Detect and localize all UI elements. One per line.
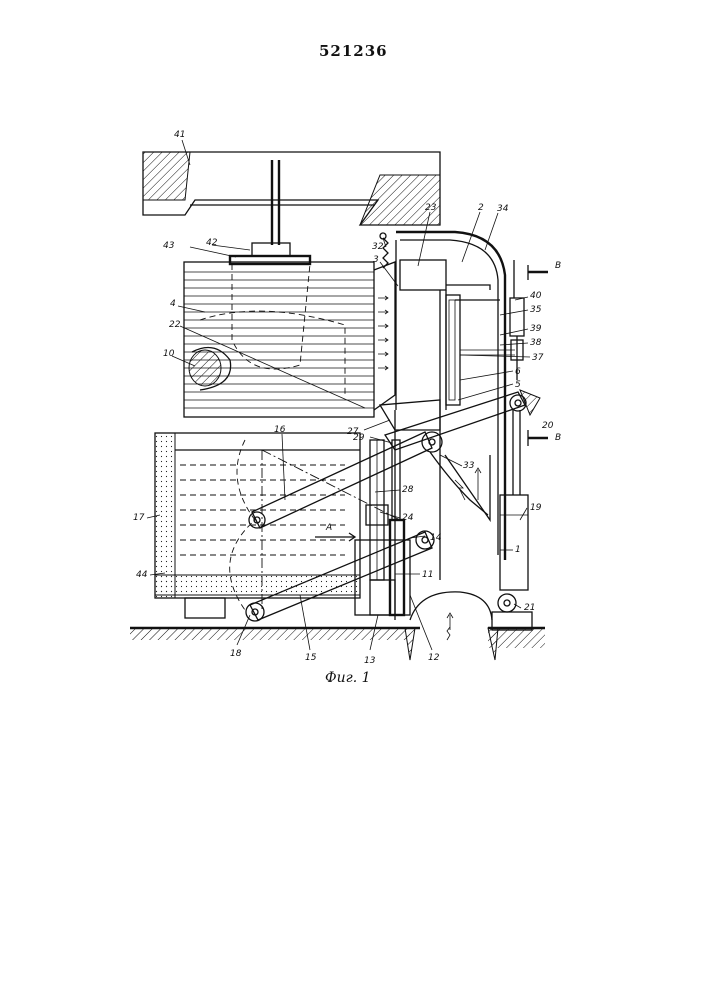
label-13: 13 — [364, 656, 376, 666]
label-14: 14 — [430, 533, 442, 543]
label-34: 34 — [497, 204, 509, 214]
label-23: 23 — [425, 203, 437, 213]
label-33: 33 — [463, 461, 475, 471]
leader-lines — [147, 140, 530, 650]
label-15: 15 — [305, 653, 317, 663]
arrow-mark-a: А — [325, 523, 332, 533]
label-11: 11 — [422, 570, 433, 580]
label-44: 44 — [136, 570, 148, 580]
label-38: 38 — [530, 338, 542, 348]
label-5: 5 — [515, 380, 521, 390]
label-3: 3 — [373, 255, 379, 265]
label-24: 24 — [402, 513, 414, 523]
label-2: 2 — [478, 203, 484, 213]
section-mark-top: В — [555, 261, 561, 271]
label-19: 19 — [530, 503, 542, 513]
label-29: 29 — [353, 433, 365, 443]
label-16: 16 — [274, 425, 286, 435]
label-10: 10 — [163, 349, 175, 359]
label-41: 41 — [174, 130, 185, 140]
label-39: 39 — [530, 324, 542, 334]
label-4: 4 — [170, 299, 176, 309]
label-32: 32 — [372, 242, 384, 252]
ground — [130, 628, 545, 660]
hopper-41 — [143, 152, 440, 245]
figure-caption: Фиг. 1 — [325, 670, 371, 686]
label-20: 20 — [542, 421, 554, 431]
label-37: 37 — [532, 353, 544, 363]
lamination-stack-4 — [184, 243, 374, 417]
label-42: 42 — [206, 238, 218, 248]
section-mark-bottom: В — [555, 433, 561, 443]
label-18: 18 — [230, 649, 242, 659]
label-17: 17 — [133, 513, 145, 523]
label-28: 28 — [402, 485, 414, 495]
label-12: 12 — [428, 653, 440, 663]
label-1: 1 — [515, 545, 521, 555]
lever-assembly — [380, 390, 540, 520]
label-40: 40 — [530, 291, 542, 301]
label-35: 35 — [530, 305, 542, 315]
label-6: 6 — [515, 367, 521, 377]
label-22: 22 — [169, 320, 181, 330]
label-43: 43 — [163, 241, 175, 251]
label-21: 21 — [524, 603, 535, 613]
